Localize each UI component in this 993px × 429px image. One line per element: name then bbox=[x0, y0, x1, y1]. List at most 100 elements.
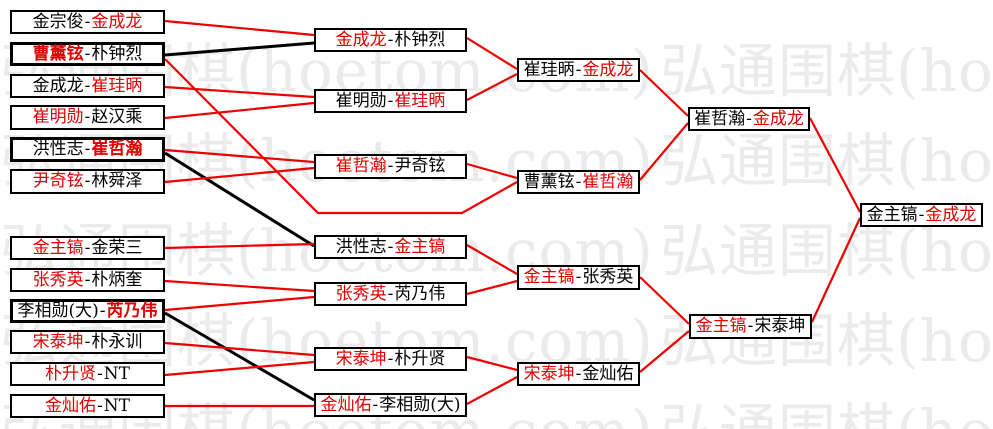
bracket-line-red bbox=[639, 330, 690, 373]
match-box-round-3-2: 曹薰铉-崔哲瀚 bbox=[517, 170, 640, 194]
bracket-line-red bbox=[164, 148, 315, 164]
match-box-round-1-1: 金宗俊-金成龙 bbox=[10, 10, 165, 34]
vs-dash: - bbox=[84, 107, 91, 127]
bracket-line-red bbox=[466, 73, 518, 101]
player-name-loser: 朴钟烈 bbox=[91, 43, 143, 64]
player-name-loser: 李相勋(大) bbox=[379, 394, 461, 415]
bracket-line-black bbox=[164, 311, 315, 402]
player-name-winner: 金成龙 bbox=[91, 11, 143, 32]
vs-dash: - bbox=[575, 363, 582, 384]
player-name-winner: 金主镐 bbox=[695, 316, 747, 336]
match-box-round-1-7: 金主镐-金荣三 bbox=[10, 236, 165, 260]
player-name-winner: 芮乃伟 bbox=[106, 300, 158, 321]
bracket-line-red bbox=[466, 244, 518, 275]
match-box-round-1-11: 朴升贤-NT bbox=[10, 362, 165, 386]
match-box-round-2-3: 崔哲瀚-尹奇铉 bbox=[314, 154, 467, 179]
match-box-round-1-3: 金成龙-崔珪昞 bbox=[10, 74, 165, 98]
player-name-winner: 金主镐 bbox=[394, 236, 446, 257]
bracket-line-red bbox=[164, 360, 315, 377]
vs-dash: - bbox=[747, 316, 754, 336]
bracket-line-red bbox=[164, 101, 315, 120]
vs-dash: - bbox=[918, 204, 925, 225]
vs-dash: - bbox=[372, 394, 379, 415]
player-name-loser: 宋泰坤 bbox=[754, 316, 806, 336]
match-box-round-1-12: 金灿佑-NT bbox=[10, 394, 165, 418]
bracket-line-red bbox=[639, 276, 690, 325]
player-name-winner: 张秀英 bbox=[32, 269, 84, 290]
match-box-round-2-6: 宋泰坤-朴升贤 bbox=[314, 347, 467, 371]
player-name-loser: 崔哲瀚 bbox=[694, 108, 746, 129]
player-name-winner: 宋泰坤 bbox=[32, 331, 84, 352]
vs-dash: - bbox=[99, 300, 106, 321]
match-box-round-2-4: 洪性志-金主镐 bbox=[314, 235, 467, 259]
player-name-loser: 朴钟烈 bbox=[394, 29, 446, 50]
watermark-text: 弘通围棋(hoetom.com) bbox=[660, 402, 993, 429]
player-name-loser: 金宗俊 bbox=[32, 11, 84, 32]
vs-dash: - bbox=[84, 269, 91, 290]
bracket-line-red bbox=[164, 279, 315, 293]
vs-dash: - bbox=[97, 395, 103, 416]
player-name-loser: 朴永训 bbox=[91, 331, 143, 352]
bracket-line-red bbox=[164, 242, 315, 250]
player-name-winner: 金成龙 bbox=[925, 204, 977, 225]
vs-dash: - bbox=[387, 90, 394, 111]
player-name-winner: 金主镐 bbox=[523, 267, 575, 287]
vs-dash: - bbox=[84, 331, 91, 352]
player-name-winner: 金灿佑 bbox=[45, 395, 97, 416]
match-box-round-3-4: 宋泰坤-金灿佑 bbox=[517, 362, 640, 386]
vs-dash: - bbox=[575, 267, 582, 287]
match-box-round-3-1: 崔珪昞-金成龙 bbox=[517, 58, 640, 82]
player-name-loser: 尹奇铉 bbox=[394, 156, 446, 176]
player-name-loser: 曹薰铉 bbox=[523, 171, 575, 192]
player-name-loser: 洪性志 bbox=[32, 139, 84, 159]
match-box-round-1-10: 宋泰坤-朴永训 bbox=[10, 330, 165, 354]
match-box-round-2-7: 金灿佑-李相勋(大) bbox=[314, 393, 467, 417]
vs-dash: - bbox=[97, 363, 103, 384]
bracket-line-red bbox=[639, 122, 689, 181]
watermark-text: 弘通围棋(hoetom.com) bbox=[660, 127, 993, 195]
bracket-line-red bbox=[466, 37, 518, 70]
vs-dash: - bbox=[387, 29, 394, 50]
match-box-semifinals-1: 崔哲瀚-金成龙 bbox=[688, 107, 810, 131]
player-name-loser: 朴升贤 bbox=[394, 348, 446, 369]
bracket-line-red bbox=[164, 58, 518, 215]
watermark-text: 弘通围棋(hoetom.com) bbox=[660, 217, 993, 285]
vs-dash: - bbox=[84, 43, 91, 64]
player-name-winner: 宋泰坤 bbox=[523, 363, 575, 384]
bracket-line-red bbox=[164, 295, 315, 312]
player-name-loser: 崔明勋 bbox=[335, 90, 387, 111]
player-name-winner: 宋泰坤 bbox=[335, 348, 387, 369]
bracket-line-red bbox=[164, 19, 315, 37]
vs-dash: - bbox=[387, 283, 394, 304]
vs-dash: - bbox=[387, 236, 394, 257]
player-name-winner: 曹薰铉 bbox=[32, 43, 84, 64]
player-name-winner: 金成龙 bbox=[335, 29, 387, 50]
player-name-winner: 崔珪昞 bbox=[91, 75, 143, 96]
player-name-winner: 崔哲瀚 bbox=[335, 156, 387, 176]
match-box-final-1: 金主镐-金成龙 bbox=[860, 203, 983, 227]
bracket-line-red bbox=[466, 162, 518, 180]
player-name-loser: 金荣三 bbox=[91, 237, 143, 258]
player-name-loser: 金灿佑 bbox=[582, 363, 634, 384]
match-box-round-1-9: 李相勋(大)-芮乃伟 bbox=[10, 299, 165, 323]
player-name-winner: 金灿佑 bbox=[320, 394, 372, 415]
player-name-winner: 尹奇铉 bbox=[32, 171, 84, 191]
player-name-winner: 金成龙 bbox=[752, 108, 804, 129]
match-box-round-2-5: 张秀英-芮乃伟 bbox=[314, 282, 467, 306]
bracket-line-red bbox=[466, 376, 518, 405]
player-name-loser: 金成龙 bbox=[32, 75, 84, 96]
player-name-loser: 金主镐 bbox=[866, 204, 918, 225]
vs-dash: - bbox=[575, 59, 582, 80]
watermark-text: 弘通围棋(hoetom.com) bbox=[660, 37, 993, 105]
vs-dash: - bbox=[84, 11, 91, 32]
match-box-round-3-3: 金主镐-张秀英 bbox=[517, 265, 640, 290]
vs-dash: - bbox=[387, 348, 394, 369]
bracket-line-red bbox=[164, 341, 315, 357]
player-name-loser: 朴炳奎 bbox=[91, 269, 143, 290]
player-name-winner: 朴升贤 bbox=[45, 363, 97, 384]
player-name-winner: 金成龙 bbox=[582, 59, 634, 80]
bracket-line-red bbox=[164, 85, 315, 99]
